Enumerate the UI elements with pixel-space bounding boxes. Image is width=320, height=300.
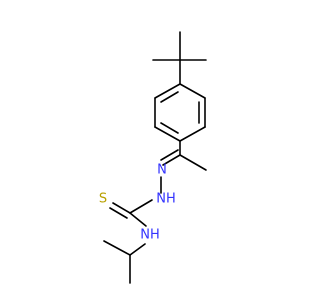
bond-c-methyl <box>179 154 207 171</box>
atom-n-imine: N <box>157 163 167 178</box>
bond-ring-6 <box>154 83 181 99</box>
bond-ring-double-3 <box>160 91 179 103</box>
bond-c-n-double <box>160 149 179 161</box>
molecule-diagram: N NH S NH <box>99 31 207 284</box>
bond-ring-4 <box>154 126 181 142</box>
isopropyl-group <box>103 240 131 284</box>
atom-nh-hydrazine: NH <box>156 192 176 207</box>
atom-s-thione: S <box>99 192 107 207</box>
bond-c-n-single <box>162 154 181 166</box>
bond-nh-c <box>129 199 153 214</box>
bond-ring-1 <box>179 83 206 99</box>
ethylidene-group <box>160 140 207 171</box>
benzene-ring <box>154 83 206 142</box>
bond-ch-methyl-left <box>103 240 131 256</box>
tert-butyl-group <box>152 31 207 85</box>
bond-c-s-1 <box>112 202 131 214</box>
atom-nh-amine: NH <box>140 228 160 243</box>
bond-c-s-2 <box>109 207 128 219</box>
bond-ring-double-2 <box>160 122 179 134</box>
bond-ring-3 <box>179 126 206 142</box>
bond-nh-ch <box>129 243 146 256</box>
bond-c-nh <box>129 212 147 227</box>
thiosemicarbazide-chain <box>109 176 162 256</box>
